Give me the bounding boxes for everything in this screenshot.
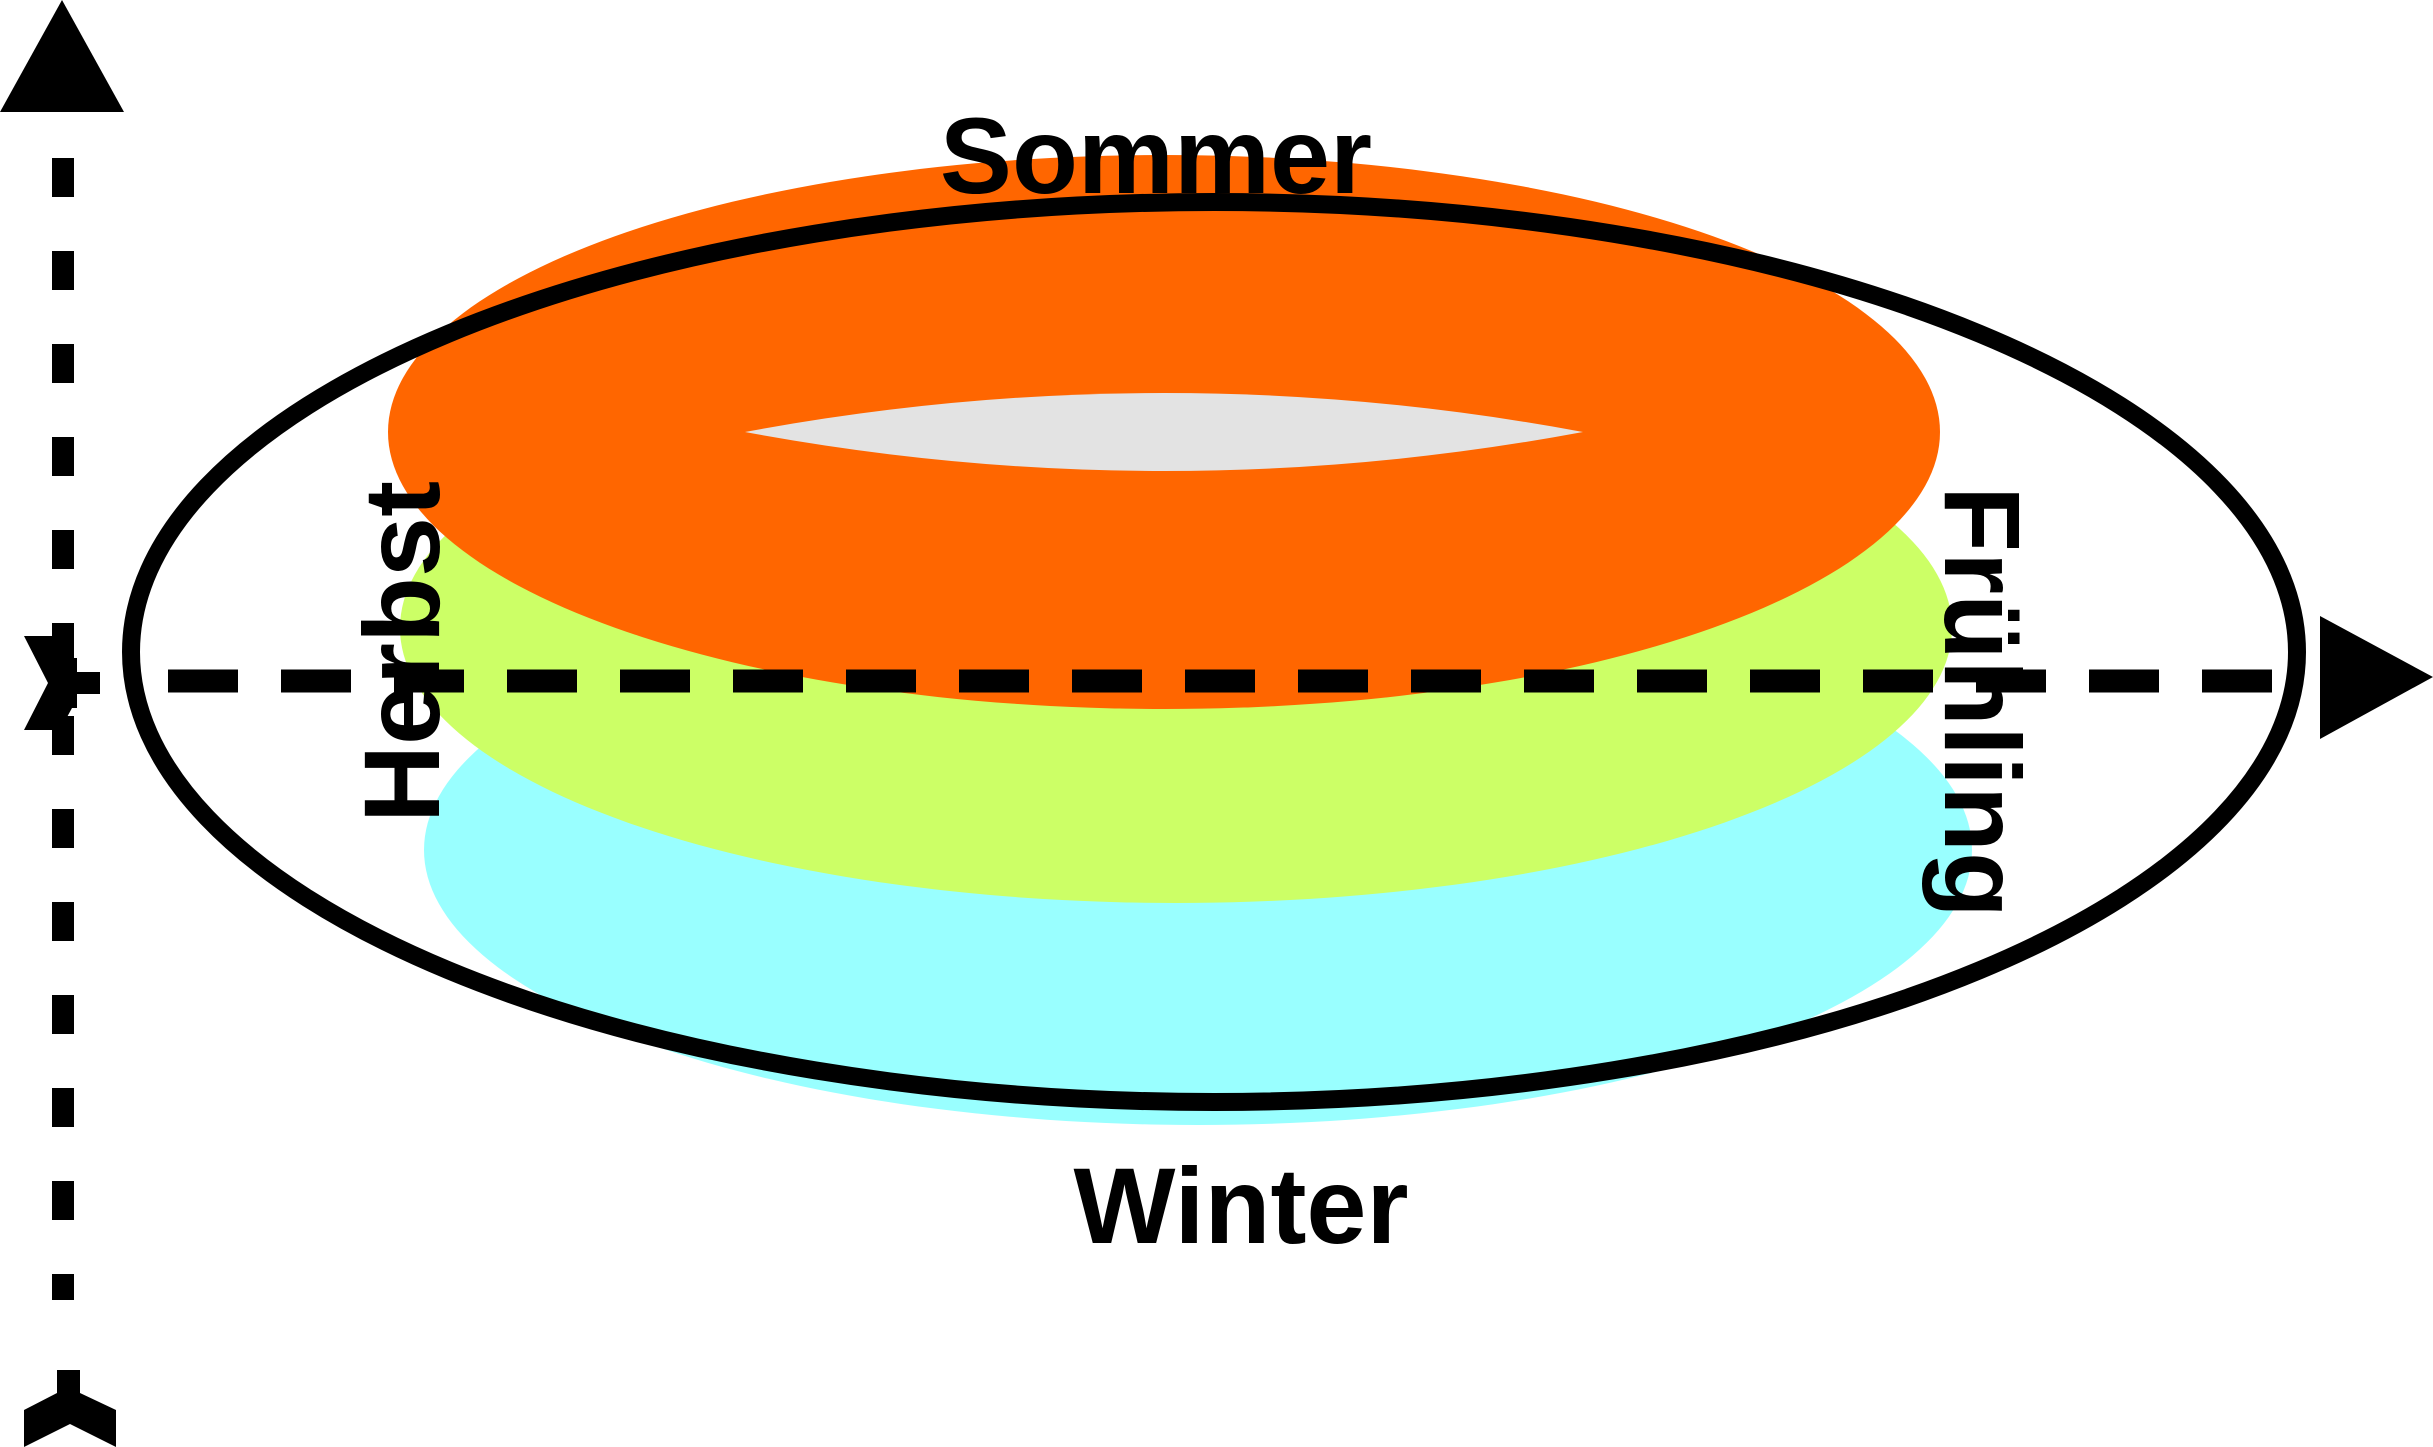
y-axis-tail-icon (24, 1370, 116, 1447)
label-summer: Sommer (940, 95, 1372, 216)
label-winter: Winter (1073, 1145, 1408, 1266)
x-axis-arrowhead (2320, 616, 2433, 739)
torus-hole (745, 393, 1583, 471)
x-axis-tail-icon (24, 636, 100, 730)
y-axis-arrowhead (0, 0, 124, 112)
label-autumn: Herbst (341, 481, 462, 823)
label-spring: Frühling (1922, 486, 2043, 918)
orbit-ellipse (122, 193, 2306, 1111)
